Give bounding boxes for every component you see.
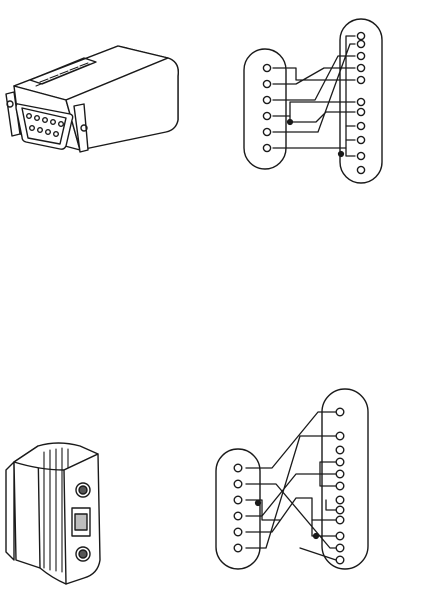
db25-pins-diagram — [357, 32, 364, 173]
db9-pins-diagram — [263, 64, 270, 151]
junction-dot — [314, 534, 319, 539]
db25-connector-outline — [322, 389, 368, 569]
power-adapter-illustration — [6, 443, 100, 584]
junction-dot — [256, 501, 261, 506]
junction-dot — [288, 120, 293, 125]
wiring-diagram-bottom — [216, 389, 368, 569]
wiring-diagram-top — [244, 19, 382, 183]
junction-dot — [339, 152, 344, 157]
db9-pins-diagram — [234, 464, 242, 552]
db25-pins-diagram — [336, 408, 344, 564]
db9-adapter-illustration — [6, 46, 178, 152]
